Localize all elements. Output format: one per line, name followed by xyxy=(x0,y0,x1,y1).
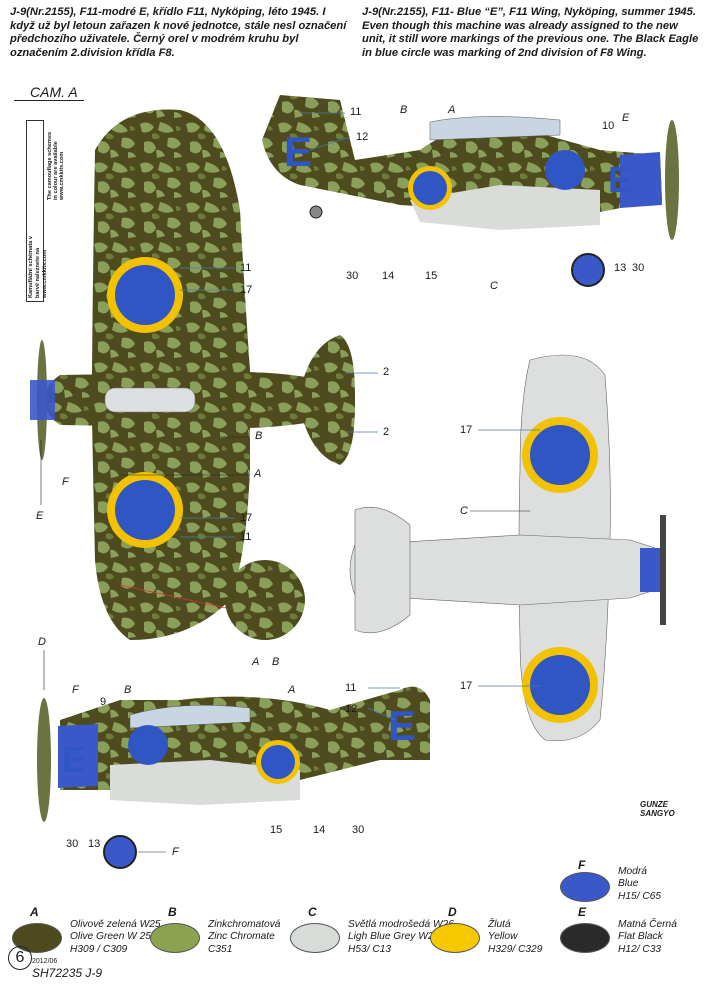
svg-text:E: E xyxy=(62,739,86,780)
callout-F-wing: F xyxy=(62,476,69,488)
callout-11-wing2: 11 xyxy=(240,531,252,543)
callout-2-b: 2 xyxy=(383,426,390,438)
svg-text:E: E xyxy=(388,702,416,749)
callout-11-top: 11 xyxy=(350,106,362,118)
callout-10: 10 xyxy=(602,120,615,132)
callout-30-side2: 30 xyxy=(352,824,365,836)
callout-13-side: 13 xyxy=(88,838,101,850)
callout-F-side: F xyxy=(72,684,79,696)
callout-12-side: 12 xyxy=(345,703,358,715)
legend-text: Modrá Blue H15/ C65 xyxy=(618,866,662,902)
callout-12-top: 12 xyxy=(356,131,369,143)
side-note-box xyxy=(26,120,44,302)
callout-A-wing: A xyxy=(254,468,262,480)
legend-swatch xyxy=(560,872,610,902)
side-view-right: E E xyxy=(262,95,679,287)
callout-C-top: C xyxy=(490,280,498,292)
gunze-line2: SANGYO xyxy=(640,809,675,818)
camouflage-detail xyxy=(119,560,305,640)
camouflage-underline xyxy=(14,100,84,101)
callout-E-top: E xyxy=(622,112,630,124)
side-view-left: E E xyxy=(37,686,430,869)
page-number: 6 xyxy=(8,946,32,970)
fuselage-code: E xyxy=(284,128,312,175)
callout-30-side: 30 xyxy=(66,838,79,850)
product-code: SH72235 J-9 xyxy=(32,966,103,980)
callout-14-top: 14 xyxy=(382,270,395,282)
callout-11-side: 11 xyxy=(345,682,357,694)
callout-17-under: 17 xyxy=(460,424,473,436)
callout-17-under2: 17 xyxy=(460,680,473,692)
callout-B-side: B xyxy=(124,684,132,696)
callout-F-wheel: F xyxy=(172,846,179,858)
header-czech: J-9(Nr.2155), F11-modré E, křídlo F11, N… xyxy=(10,6,347,59)
date-code: 2012/06 xyxy=(32,958,58,965)
callout-2-a: 2 xyxy=(383,366,390,378)
callout-30-top2: 30 xyxy=(632,262,645,274)
callout-15-top: 15 xyxy=(425,270,438,282)
callout-15-side: 15 xyxy=(270,824,283,836)
bottom-view xyxy=(349,354,666,742)
callout-B-wing: B xyxy=(255,430,263,442)
callout-E-wing: E xyxy=(36,510,44,522)
callout-B-top: B xyxy=(400,104,408,116)
camouflage-label: CAM. A xyxy=(30,84,78,100)
legend-swatch xyxy=(560,923,610,953)
top-view xyxy=(30,109,355,640)
legend-letter: F xyxy=(578,858,586,872)
callout-B-detail: B xyxy=(272,656,280,668)
legend-swatch xyxy=(150,923,200,953)
svg-text:E: E xyxy=(608,159,632,200)
legend-swatch xyxy=(430,923,480,953)
callout-A-side: A xyxy=(288,684,296,696)
gunze-line1: GUNZE xyxy=(640,800,668,809)
callout-30-top: 30 xyxy=(346,270,359,282)
callout-D: D xyxy=(38,636,46,648)
callout-17-wing: 17 xyxy=(240,284,253,296)
callout-13-top: 13 xyxy=(614,262,627,274)
legend-swatch xyxy=(290,923,340,953)
callout-14-side: 14 xyxy=(313,824,326,836)
callout-A-detail: A xyxy=(252,656,260,668)
callout-C-under: C xyxy=(460,505,468,517)
header-english: J-9(Nr.2155), F11- Blue “E”, F11 Wing, N… xyxy=(362,6,699,59)
gunze-logo: GUNZE SANGYO xyxy=(640,800,696,838)
callout-17-wing2: 17 xyxy=(240,512,253,524)
callout-11-wing: 11 xyxy=(240,262,252,274)
callout-A-top: A xyxy=(448,104,456,116)
callout-9: 9 xyxy=(100,696,107,708)
